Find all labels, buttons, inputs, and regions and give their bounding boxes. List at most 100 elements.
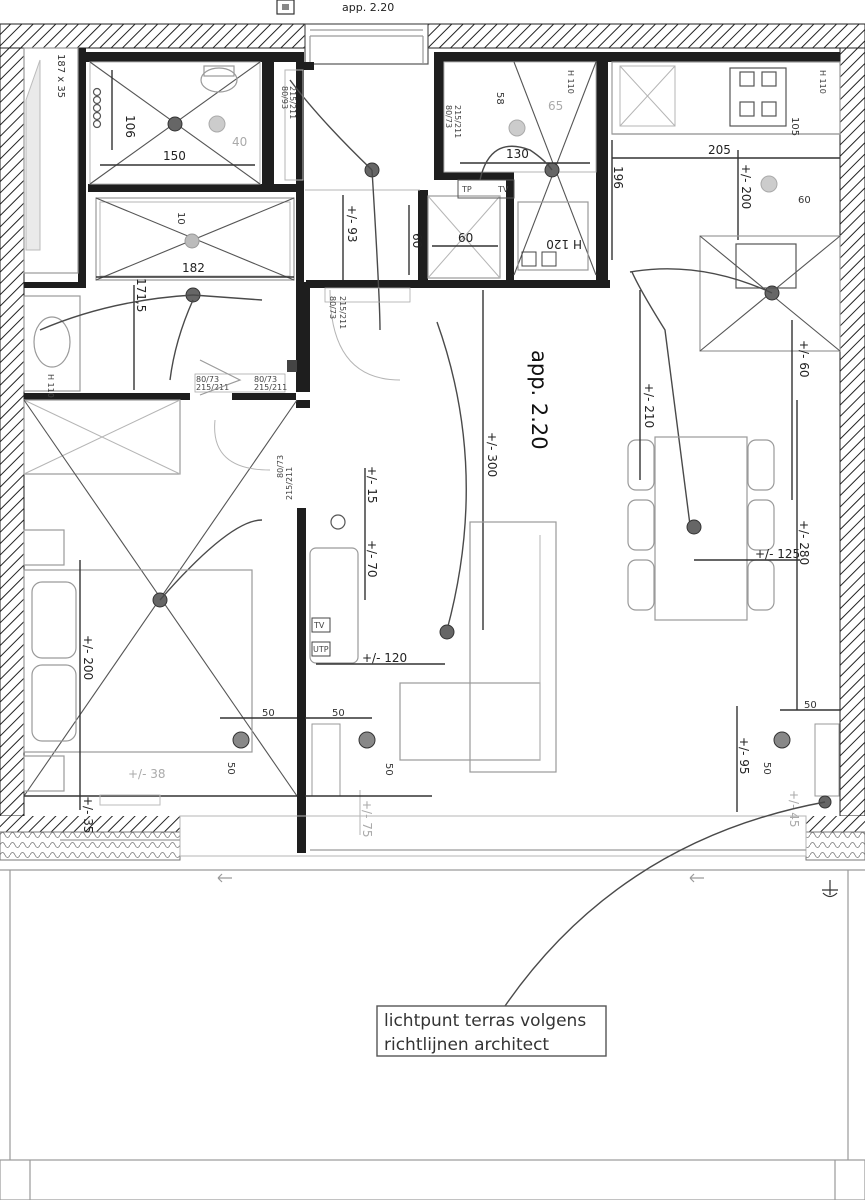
note-line-1: lichtpunt terras volgens — [384, 1011, 586, 1031]
tv-socket-icon — [330, 514, 346, 530]
bath-depth-dim: 171,5 — [134, 278, 148, 312]
door-6b: 215/211 — [285, 467, 294, 500]
door-5a: 80/73 — [328, 296, 337, 319]
wc-basin-dim: 40 — [232, 135, 247, 149]
hall-height-dim: +/- 93 — [345, 205, 359, 243]
bath-spot-icon — [184, 233, 200, 249]
outdoor-socket-icon — [822, 880, 838, 898]
wall-bottom-left-insul — [0, 831, 181, 861]
bedroom-spot-icon — [232, 731, 250, 749]
radiator-bedroom — [99, 794, 161, 806]
living-room: +/- 300 +/- 15 +/- 70 TV UTP +/- 120 +/-… — [305, 290, 557, 838]
cooktop-icon — [729, 67, 787, 127]
utility-width-dim: 130 — [506, 147, 529, 161]
door-1a: 80/73 — [196, 375, 219, 384]
bed-200-dim: +/- 200 — [81, 635, 95, 680]
utility-sink-dim: 65 — [548, 99, 563, 113]
wall-top-left — [0, 23, 306, 49]
liv-95-dim: +/- 95 — [737, 737, 751, 775]
wall-bottom-right-hatch — [806, 816, 865, 832]
door-3b: 80/93 — [280, 86, 289, 109]
living-300-dim: +/- 300 — [485, 432, 499, 477]
room-label: app. 2.20 — [527, 350, 551, 450]
top-window — [304, 23, 429, 65]
utp-symbol: UTP — [313, 645, 329, 654]
living-ceiling-light-icon — [439, 624, 455, 640]
kitchen-height: H 110 — [818, 70, 827, 94]
tv-15-dim: +/- 15 — [365, 466, 379, 504]
dining-ceiling-light-icon — [686, 519, 702, 535]
bedside-socket-2 — [23, 755, 65, 792]
kitchen-spot-icon — [760, 175, 778, 193]
bed — [23, 569, 253, 753]
door-3a: 215/211 — [288, 86, 297, 119]
dining-210-dim: +/- 210 — [642, 383, 656, 428]
wall-bottom-right-insul — [805, 831, 865, 861]
wall-right — [839, 47, 865, 817]
kitchen-60-dim: 60 — [798, 195, 811, 206]
utility-height: H 110 — [566, 70, 575, 94]
utility-spot-icon — [508, 119, 526, 137]
terrace-note: lichtpunt terras volgens richtlijnen arc… — [376, 1005, 607, 1057]
shower-drain-icon — [92, 87, 102, 129]
bath-niche-dim: 187 x 35 — [55, 54, 66, 98]
tv-symbol: TV — [313, 621, 325, 630]
dining-280-dim: +/- 280 — [797, 520, 811, 565]
note-line-2: richtlijnen architect — [384, 1035, 549, 1055]
utility-room: 130 58 65 H 110 H 120 TP TV — [443, 61, 597, 276]
kitchen-width-dim: 205 — [708, 143, 731, 157]
rad-50a-dim: 50 — [262, 708, 275, 719]
rad-50d-dim: 50 — [383, 763, 394, 776]
bath-small-dim: 10 — [175, 212, 186, 225]
rad-50b-dim: 50 — [225, 762, 236, 775]
wc-width-dim: 150 — [163, 149, 186, 163]
washbasin — [23, 295, 81, 392]
door-4a: 80/73 — [444, 105, 453, 128]
dining-125-dim: +/- 125 — [755, 547, 800, 561]
dining-spot-icon — [773, 731, 791, 749]
header-title: app. 2.20 — [342, 1, 394, 14]
sofa — [469, 521, 557, 773]
bathroom: 182 10 171,5 H 110 80/73 215/211 80/73 2… — [23, 197, 297, 398]
kitchen-depth-dim: 196 — [611, 166, 625, 189]
door-60a-dim: 60 — [410, 233, 424, 248]
wardrobe — [23, 399, 181, 475]
radiator-living — [311, 723, 341, 797]
ceiling-light-icon — [167, 116, 183, 132]
kitchen-60b-dim: +/- 60 — [797, 340, 811, 378]
rad-50f-dim: 50 — [761, 762, 772, 775]
door-4b: 215/211 — [453, 105, 462, 138]
tv-cabinet — [309, 547, 359, 664]
dining: +/- 210 +/- 125 +/- 280 50 +/- 95 50 +/-… — [627, 290, 840, 828]
wall-left — [0, 47, 25, 817]
exterior-walls — [0, 23, 865, 861]
terrace-glazing — [0, 795, 865, 1200]
bath-height: H 110 — [46, 374, 55, 398]
toilet-icon — [200, 65, 238, 93]
header: app. 2.20 — [276, 0, 394, 15]
wc-depth-dim: 106 — [123, 115, 137, 138]
kitchen-105: 105 — [789, 117, 800, 136]
bedroom: 80/73 215/211 +/- 200 +/- 38 +/- 35 50 5… — [23, 399, 298, 834]
kitchen: H 110 105 205 196 +/- 200 60 +/- 60 — [611, 61, 841, 526]
kitchen-sink-icon — [735, 243, 797, 289]
socket-icon-2 — [541, 251, 557, 267]
dining-table — [654, 436, 748, 621]
hallway: +/- 93 60 60 215/211 80/93 80/73 215/211… — [280, 69, 501, 381]
interior-walls — [24, 48, 840, 853]
living-75-dim: +/- 75 — [360, 800, 374, 838]
wall-top-right — [427, 23, 865, 49]
living-120-dim: +/- 120 — [362, 651, 407, 665]
utility-depth-dim: 58 — [494, 92, 505, 105]
socket-icon — [521, 251, 537, 267]
bed-35-dim: +/- 35 — [81, 796, 95, 834]
wc-room: 150 106 40 — [89, 61, 261, 185]
door-5b: 215/211 — [338, 296, 347, 329]
tp-symbol: TP — [461, 185, 472, 194]
door-1b: 215/211 — [196, 383, 229, 392]
header-symbol-inner — [282, 4, 289, 10]
wall-bottom-left-hatch — [0, 816, 180, 832]
tv-70-dim: +/- 70 — [365, 540, 379, 578]
door-2a: 80/73 — [254, 375, 277, 384]
